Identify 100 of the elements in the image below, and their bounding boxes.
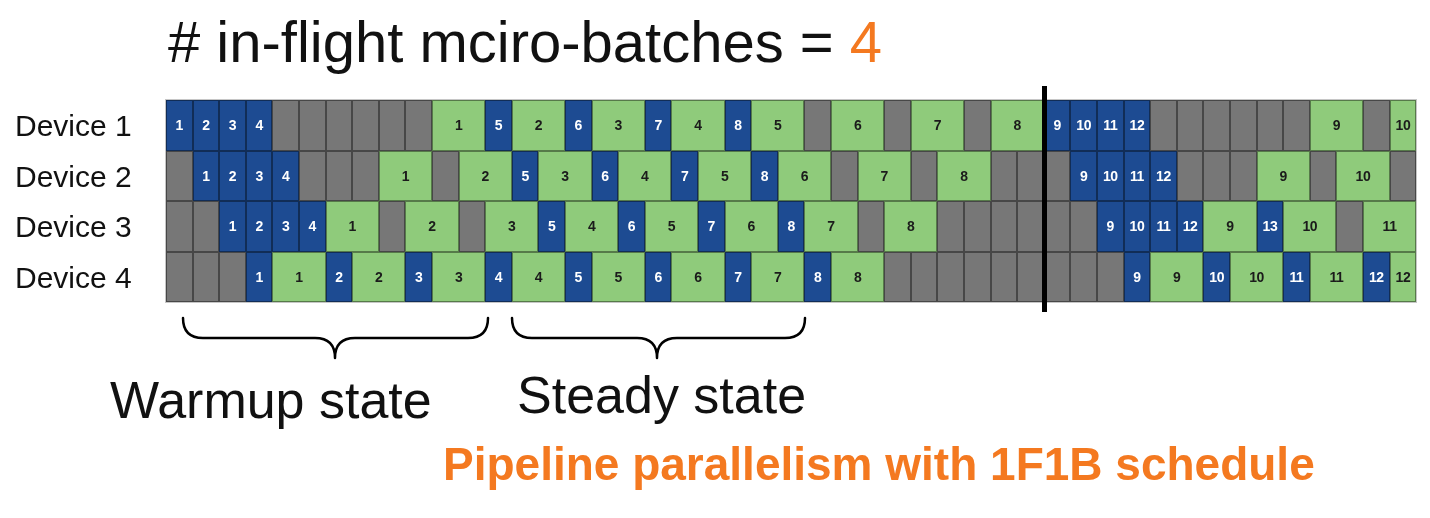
microbatch-number: 5 bbox=[521, 168, 529, 183]
microbatch-number: 6 bbox=[627, 219, 636, 234]
microbatch-number: 2 bbox=[228, 168, 237, 183]
microbatch-number: 3 bbox=[228, 118, 237, 133]
microbatch-number: 9 bbox=[1133, 269, 1141, 284]
backward-pass-block bbox=[405, 201, 459, 252]
backward-pass-block bbox=[831, 100, 885, 151]
microbatch-number: 9 bbox=[1173, 269, 1181, 284]
forward-pass-block bbox=[777, 201, 805, 252]
microbatch-number: 12 bbox=[1129, 118, 1145, 133]
microbatch-number: 4 bbox=[255, 118, 263, 133]
backward-pass-block bbox=[990, 100, 1044, 151]
row-label: Device 2 bbox=[15, 159, 132, 193]
idle-slot bbox=[1363, 100, 1390, 151]
forward-pass-block bbox=[1097, 201, 1124, 252]
microbatch-number: 12 bbox=[1368, 269, 1384, 284]
backward-pass-block bbox=[1389, 100, 1417, 151]
backward-pass-block bbox=[538, 150, 592, 201]
backward-pass-block bbox=[698, 150, 752, 201]
backward-pass-block bbox=[1203, 201, 1257, 252]
forward-pass-block bbox=[1176, 201, 1204, 252]
microbatch-number: 8 bbox=[734, 118, 742, 133]
microbatch-number: 3 bbox=[454, 269, 463, 284]
backward-pass-block bbox=[724, 201, 778, 252]
forward-pass-block bbox=[1150, 150, 1177, 201]
backward-pass-block bbox=[937, 150, 991, 201]
row-label: Device 4 bbox=[15, 260, 132, 294]
forward-pass-block bbox=[644, 100, 672, 151]
idle-slot bbox=[192, 201, 220, 252]
microbatch-number: 3 bbox=[282, 219, 290, 234]
microbatch-number: 5 bbox=[548, 219, 556, 234]
microbatch-number: 7 bbox=[734, 269, 742, 284]
forward-pass-block bbox=[565, 100, 592, 151]
microbatch-number: 5 bbox=[774, 118, 782, 133]
microbatch-number: 6 bbox=[574, 118, 582, 133]
backward-pass-block bbox=[458, 150, 512, 201]
microbatch-number: 1 bbox=[255, 269, 263, 284]
backward-pass-block bbox=[1336, 150, 1390, 201]
forward-pass-block bbox=[219, 100, 246, 151]
idle-slot bbox=[1017, 201, 1044, 252]
microbatch-number: 7 bbox=[827, 219, 835, 234]
microbatch-number: 9 bbox=[1106, 219, 1114, 234]
microbatch-number: 7 bbox=[681, 168, 689, 183]
backward-pass-block bbox=[432, 100, 486, 151]
microbatch-number: 8 bbox=[760, 168, 769, 183]
forward-pass-block bbox=[485, 251, 512, 302]
forward-pass-block bbox=[485, 100, 512, 151]
microbatch-number: 2 bbox=[375, 269, 383, 284]
forward-pass-block bbox=[1256, 201, 1284, 252]
backward-pass-block bbox=[352, 251, 406, 302]
backward-pass-block bbox=[751, 100, 805, 151]
microbatch-number: 11 bbox=[1129, 168, 1144, 183]
backward-pass-block bbox=[1256, 150, 1310, 201]
idle-slot bbox=[378, 201, 406, 252]
forward-pass-block bbox=[1123, 100, 1151, 151]
microbatch-number: 2 bbox=[335, 269, 343, 284]
idle-slot bbox=[166, 251, 193, 302]
forward-pass-block bbox=[1363, 251, 1390, 302]
backward-pass-block bbox=[511, 251, 565, 302]
microbatch-number: 6 bbox=[601, 168, 609, 183]
microbatch-number: 2 bbox=[255, 219, 263, 234]
microbatch-number: 6 bbox=[694, 269, 702, 284]
microbatch-number: 7 bbox=[880, 168, 888, 183]
idle-slot bbox=[1230, 150, 1257, 201]
idle-slot bbox=[964, 100, 991, 151]
forward-pass-block bbox=[219, 150, 246, 201]
idle-slot bbox=[432, 150, 459, 201]
backward-pass-block bbox=[272, 251, 326, 302]
backward-pass-block bbox=[751, 251, 805, 302]
microbatch-number: 4 bbox=[641, 168, 649, 183]
idle-slot bbox=[937, 251, 964, 302]
backward-pass-block bbox=[1150, 251, 1204, 302]
microbatch-number: 9 bbox=[1226, 219, 1234, 234]
forward-pass-block bbox=[1070, 100, 1097, 151]
microbatch-number: 10 bbox=[1302, 219, 1318, 234]
backward-pass-block bbox=[671, 100, 725, 151]
idle-slot bbox=[1256, 100, 1284, 151]
idle-slot bbox=[1283, 100, 1310, 151]
microbatch-number: 10 bbox=[1395, 118, 1411, 133]
idle-slot bbox=[990, 201, 1018, 252]
microbatch-number: 2 bbox=[428, 219, 436, 234]
backward-pass-block bbox=[644, 201, 698, 252]
microbatch-number: 3 bbox=[415, 269, 423, 284]
microbatch-number: 8 bbox=[814, 269, 822, 284]
microbatch-number: 5 bbox=[614, 269, 622, 284]
microbatch-number: 12 bbox=[1182, 219, 1198, 234]
microbatch-number: 10 bbox=[1249, 269, 1264, 284]
microbatch-number: 13 bbox=[1262, 219, 1278, 234]
forward-pass-block bbox=[618, 201, 645, 252]
idle-slot bbox=[804, 100, 831, 151]
idle-slot bbox=[1150, 100, 1177, 151]
microbatch-number: 10 bbox=[1209, 269, 1225, 284]
idle-slot bbox=[405, 100, 432, 151]
forward-pass-block bbox=[804, 251, 831, 302]
forward-pass-block bbox=[1097, 100, 1124, 151]
forward-pass-block bbox=[671, 150, 698, 201]
backward-pass-block bbox=[1309, 251, 1363, 302]
backward-pass-block bbox=[378, 150, 432, 201]
microbatch-number: 10 bbox=[1076, 118, 1092, 133]
microbatch-number: 7 bbox=[933, 118, 942, 133]
